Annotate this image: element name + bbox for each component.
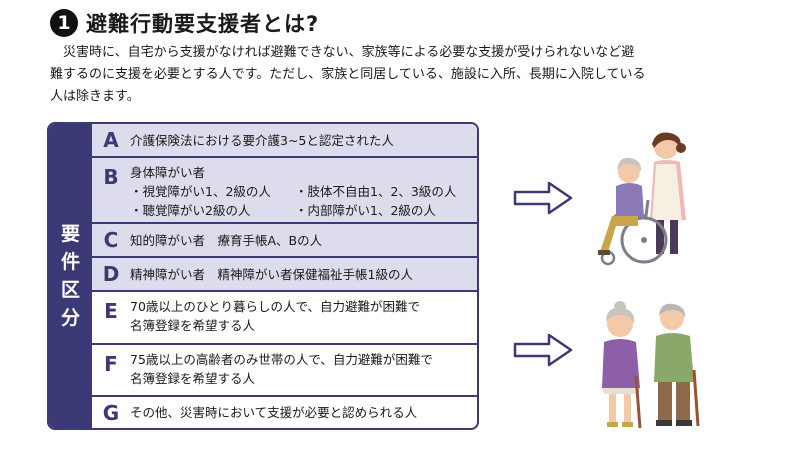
row-text: 介護保険法における要介護3~5と認定された人 bbox=[130, 132, 394, 148]
row-letter: A bbox=[103, 128, 119, 152]
requirement-row-d: D 精神障がい者 精神障がい者保健福祉手帳1級の人 bbox=[92, 258, 477, 292]
row-text: 70歳以上のひとり暮らしの人で、自力避難が困難で 名簿登録を希望する人 bbox=[130, 292, 420, 335]
row-text: その他、災害時において支援が必要と認められる人 bbox=[130, 405, 418, 420]
intro-line: 難するのに支援を必要とする人です。ただし、家族と同居している、施設に入所、長期に… bbox=[50, 67, 646, 82]
row-letter: D bbox=[102, 262, 120, 286]
side-label-char: 区 bbox=[60, 279, 80, 301]
row-letter: E bbox=[104, 299, 118, 323]
requirement-row-a: A 介護保険法における要介護3~5と認定された人 bbox=[92, 124, 477, 158]
row-text-line: 75歳以上の高齢者のみ世帯の人で、自力避難が困難で bbox=[130, 352, 433, 367]
row-text: 75歳以上の高齢者のみ世帯の人で、自力避難が困難で 名簿登録を希望する人 bbox=[130, 345, 433, 388]
requirement-row-f: F 75歳以上の高齢者のみ世帯の人で、自力避難が困難で 名簿登録を希望する人 bbox=[92, 345, 477, 397]
row-sub-line: ・視覚障がい1、2級の人 ・肢体不自由1、2、3級の人 bbox=[130, 182, 456, 201]
requirements-table: 要 件 区 分 A 介護保険法における要介護3~5と認定された人 B 身体障がい… bbox=[47, 122, 479, 430]
sub-item: ・内部障がい1、2級の人 bbox=[295, 202, 436, 218]
requirement-row-b: B 身体障がい者 ・視覚障がい1、2級の人 ・肢体不自由1、2、3級の人 ・聴覚… bbox=[92, 158, 477, 224]
right-arrow-icon bbox=[513, 181, 573, 215]
intro-line: 人は除きます。 bbox=[50, 89, 140, 104]
row-text: 身体障がい者 ・視覚障がい1、2級の人 ・肢体不自由1、2、3級の人 ・聴覚障が… bbox=[130, 161, 456, 220]
requirements-rows: A 介護保険法における要介護3~5と認定された人 B 身体障がい者 ・視覚障がい… bbox=[92, 124, 477, 428]
sub-item: ・聴覚障がい2級の人 bbox=[130, 202, 251, 218]
row-letter: G bbox=[102, 400, 120, 425]
right-arrow-icon bbox=[513, 333, 573, 367]
page-title: 避難行動要支援者とは? bbox=[86, 12, 320, 36]
requirement-row-c: C 知的障がい者 療育手帳A、Bの人 bbox=[92, 224, 477, 258]
row-letter: C bbox=[103, 228, 119, 252]
sub-item: ・肢体不自由1、2、3級の人 bbox=[295, 183, 457, 199]
wheelchair-caregiver-illustration bbox=[598, 132, 686, 266]
row-text-line: 名簿登録を希望する人 bbox=[130, 371, 256, 386]
section-heading: 1 避難行動要支援者とは? bbox=[50, 6, 319, 40]
intro-line: 災害時に、自宅から支援がなければ避難できない、家族等による必要な支援が受けられな… bbox=[63, 45, 635, 60]
section-number-badge: 1 bbox=[50, 9, 78, 37]
row-text: 精神障がい者 精神障がい者保健福祉手帳1級の人 bbox=[130, 266, 413, 282]
sub-item: ・視覚障がい1、2級の人 bbox=[130, 183, 271, 199]
requirement-row-e: E 70歳以上のひとり暮らしの人で、自力避難が困難で 名簿登録を希望する人 bbox=[92, 292, 477, 345]
side-label-char: 要 bbox=[60, 223, 80, 245]
row-sub-line: ・聴覚障がい2級の人 ・内部障がい1、2級の人 bbox=[130, 201, 456, 220]
row-text-line: 70歳以上のひとり暮らしの人で、自力避難が困難で bbox=[130, 299, 421, 314]
side-label-char: 分 bbox=[60, 307, 80, 329]
row-letter: F bbox=[104, 352, 118, 376]
row-letter: B bbox=[103, 165, 119, 189]
requirements-side-label: 要 件 区 分 bbox=[49, 124, 92, 428]
row-text: 知的障がい者 療育手帳A、Bの人 bbox=[130, 232, 323, 248]
intro-paragraph: 災害時に、自宅から支援がなければ避難できない、家族等による必要な支援が受けられな… bbox=[50, 42, 750, 108]
side-label-char: 件 bbox=[60, 251, 80, 273]
row-title: 身体障がい者 bbox=[130, 164, 206, 180]
row-text-line: 名簿登録を希望する人 bbox=[130, 318, 256, 333]
requirement-row-g: G その他、災害時において支援が必要と認められる人 bbox=[92, 397, 477, 428]
elderly-couple-illustration bbox=[602, 301, 700, 429]
